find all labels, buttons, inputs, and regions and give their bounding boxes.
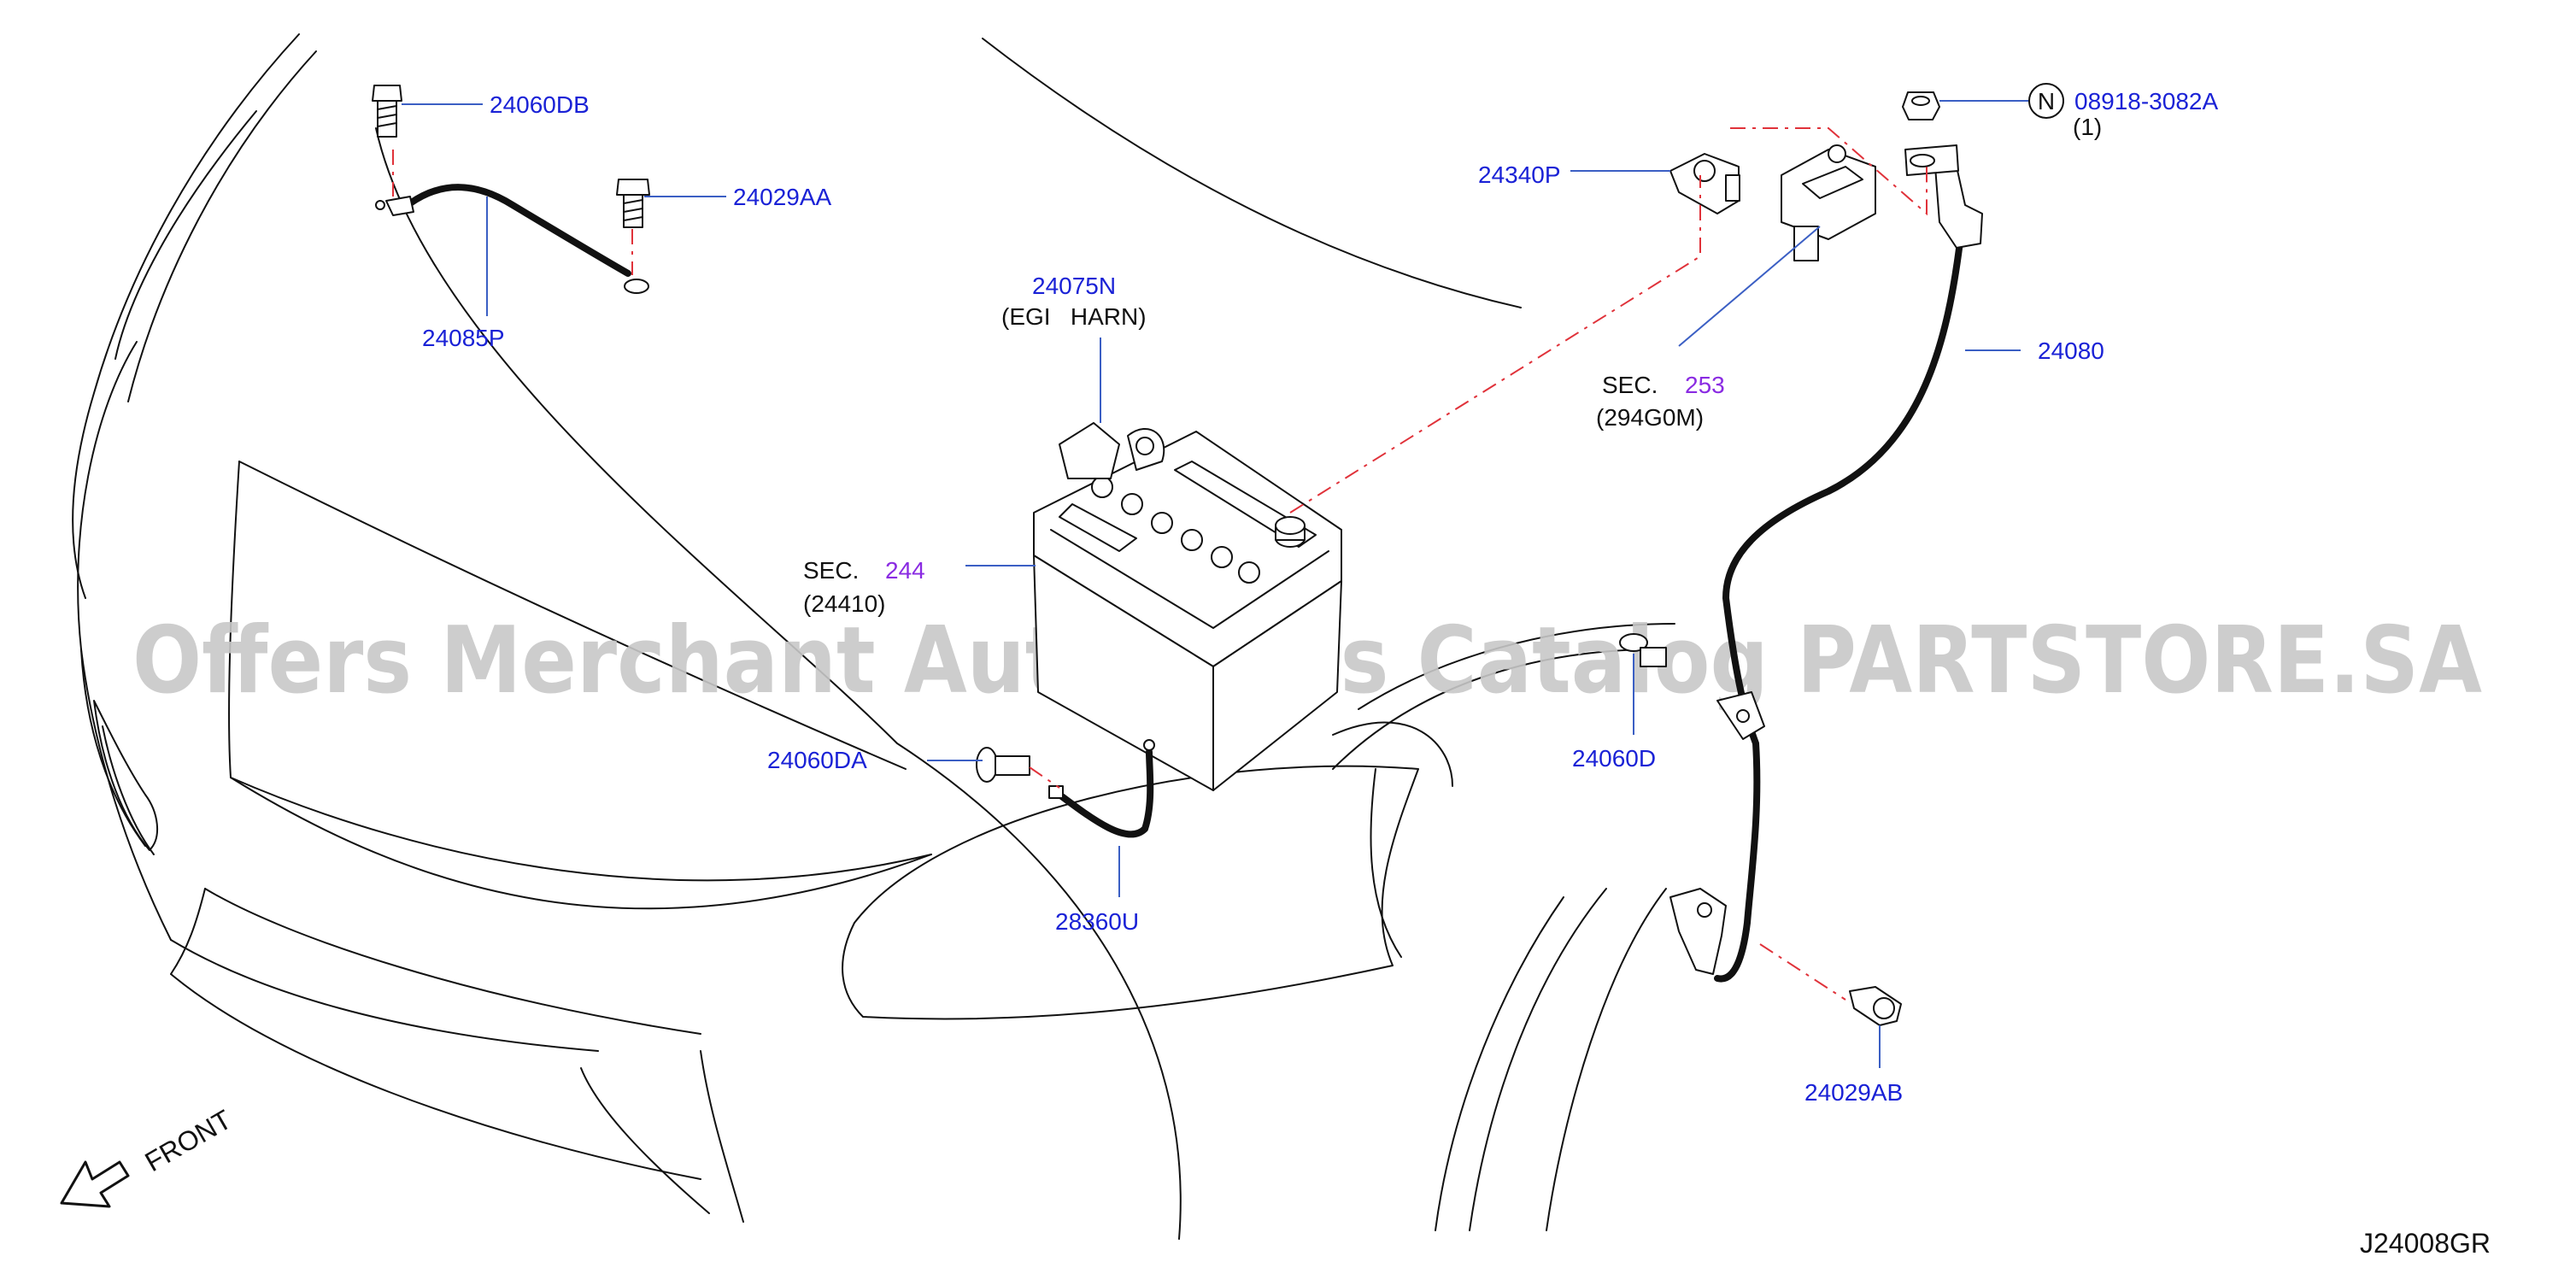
part-24029AB[interactable]: 24029AB (1804, 1079, 1903, 1106)
n-marker: N (2028, 83, 2064, 119)
part-24075N[interactable]: 24075N (1032, 273, 1116, 299)
front-label: FRONT (140, 1104, 237, 1177)
front-indicator: FRONT (60, 1104, 237, 1208)
part-24060DB[interactable]: 24060DB (490, 91, 590, 118)
sec-244-code: (24410) (803, 590, 886, 617)
part-24085P[interactable]: 24085P (422, 325, 505, 351)
sec-253-code: (294G0M) (1596, 404, 1704, 431)
battery (1033, 422, 1342, 791)
vehicle-outline (72, 33, 1675, 1240)
part-08918-3082A[interactable]: 08918-3082A (2074, 88, 2218, 114)
part-24340P[interactable]: 24340P (1478, 161, 1561, 188)
n-marker-label: N (2038, 88, 2055, 114)
battery-sensor (1781, 144, 1876, 261)
section-ref-253[interactable]: SEC. 253 (294G0M) (1596, 372, 1725, 431)
section-ref-244[interactable]: SEC. 244 (24410) (803, 557, 925, 617)
front-arrow-icon (60, 1160, 130, 1208)
bolt-24029AA (616, 179, 650, 228)
leader-lines (402, 100, 2029, 1068)
cable-24080 (1669, 144, 1983, 983)
terminal-clamp-24340P (1669, 153, 1740, 214)
sec-244-number[interactable]: 244 (885, 557, 925, 584)
part-24080[interactable]: 24080 (2038, 338, 2104, 364)
cable-28360U (976, 739, 1155, 838)
notes: (EGI HARN) (1) (1001, 114, 2102, 330)
part-24060D[interactable]: 24060D (1572, 745, 1656, 772)
part-08918-qty: (1) (2073, 114, 2102, 140)
part-28360U[interactable]: 28360U (1055, 908, 1139, 935)
sec-253-prefix: SEC. (1602, 372, 1658, 398)
part-24075N-note: (EGI HARN) (1001, 303, 1147, 330)
part-24029AA[interactable]: 24029AA (733, 184, 832, 210)
part-labels: 24060DB 24029AA 24085P 24075N 24340P 089… (422, 88, 2218, 1106)
bolt-24060D (1619, 633, 1667, 667)
sec-244-prefix: SEC. (803, 557, 859, 584)
hidden-lines (392, 127, 1928, 1001)
bolt-24029AB (1849, 986, 1902, 1026)
part-24060DA[interactable]: 24060DA (767, 747, 867, 773)
cable-24085P (375, 184, 649, 294)
diagram-code: J24008GR (2360, 1228, 2491, 1259)
nut-08918-3082A (1902, 91, 1940, 120)
bolt-24060DB (372, 85, 402, 138)
sec-253-number[interactable]: 253 (1685, 372, 1725, 398)
